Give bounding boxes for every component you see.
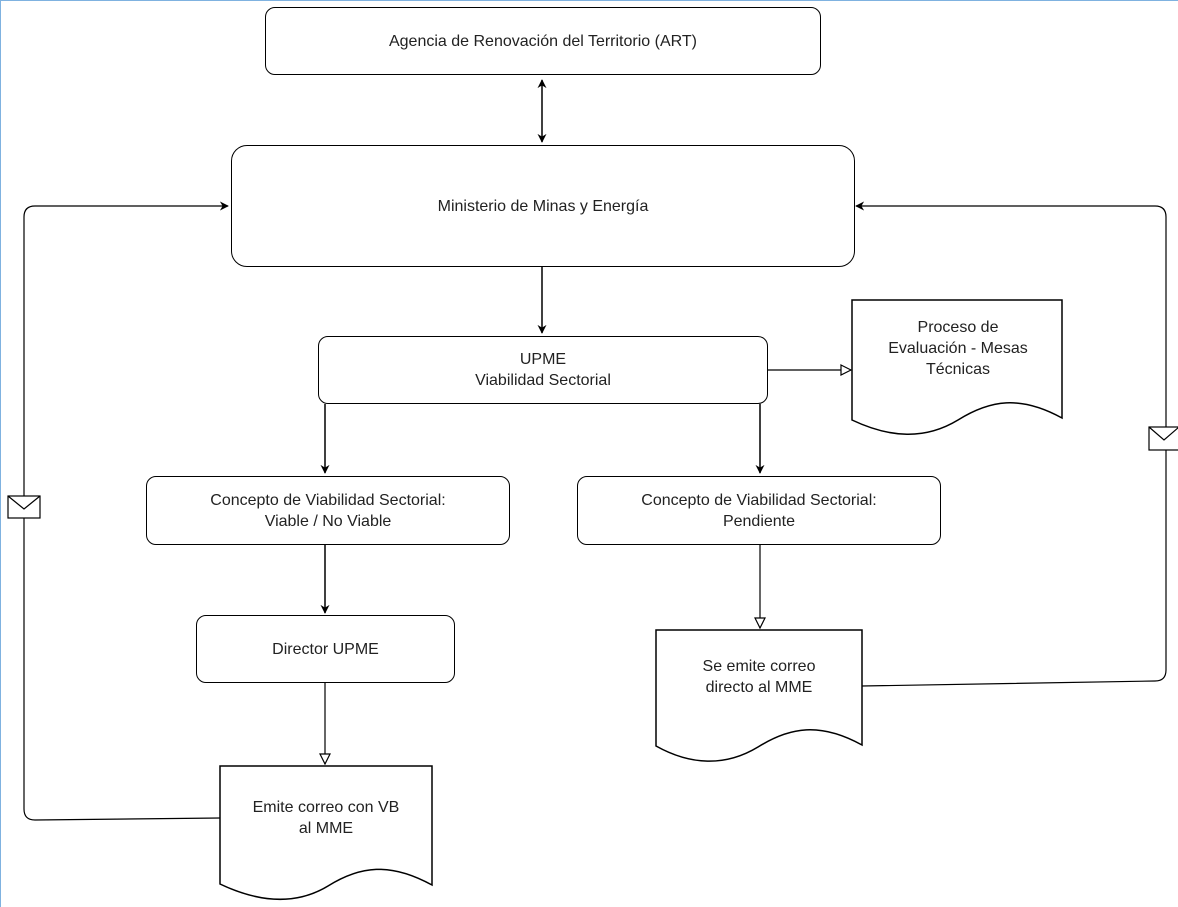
document-correo-directo-label: Se emite correo directo al MME [702, 658, 816, 696]
node-mme-label: Ministerio de Minas y Energía [437, 197, 649, 215]
document-shape-correo-vb [219, 765, 433, 901]
document-evaluacion-label: Proceso de Evaluación - Mesas Técnicas [888, 319, 1028, 378]
node-concepto-pendiente-label: Concepto de Viabilidad Sectorial: Pendie… [641, 491, 877, 530]
node-director-upme[interactable]: Director UPME [196, 615, 455, 683]
document-shape-evaluacion [851, 299, 1063, 435]
envelope-icon [1148, 426, 1178, 451]
node-director-label: Director UPME [272, 640, 379, 658]
frame-top-border [0, 0, 1178, 1]
connector-correo-directo-to-mme [855, 201, 1167, 687]
node-concepto-viable[interactable]: Concepto de Viabilidad Sectorial: Viable… [146, 476, 510, 545]
document-correo-vb-label: Emite correo con VB al MME [252, 799, 400, 837]
node-ministerio-minas-energia[interactable]: Ministerio de Minas y Energía [231, 145, 855, 267]
node-concepto-viable-label: Concepto de Viabilidad Sectorial: Viable… [210, 491, 446, 530]
frame-left-border [0, 0, 1, 907]
node-concepto-pendiente[interactable]: Concepto de Viabilidad Sectorial: Pendie… [577, 476, 941, 545]
node-upme-viabilidad[interactable]: UPME Viabilidad Sectorial [318, 336, 768, 404]
document-shape-correo-directo [655, 629, 863, 762]
envelope-icon [7, 495, 41, 519]
node-upme-label: UPME Viabilidad Sectorial [475, 351, 611, 389]
node-art-label: Agencia de Renovación del Territorio (AR… [388, 32, 697, 50]
node-art[interactable]: Agencia de Renovación del Territorio (AR… [265, 7, 821, 75]
